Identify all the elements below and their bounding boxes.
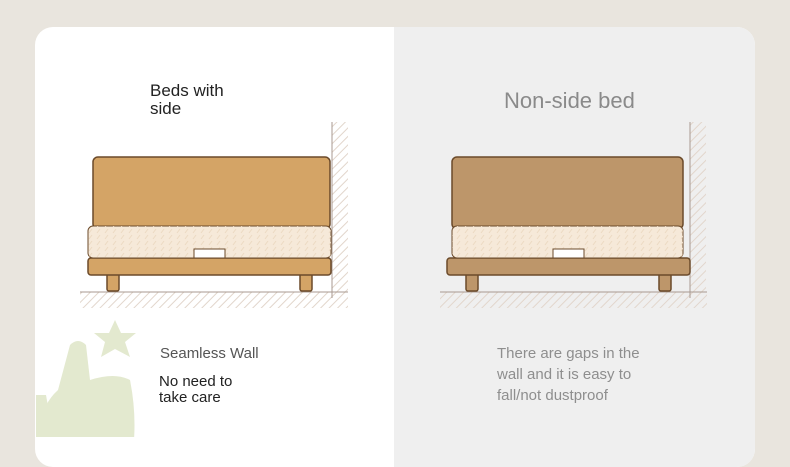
non-side-description: There are gaps in the wall and it is eas… [497, 345, 640, 404]
thumbs-up-star-icon [36, 320, 136, 437]
bed-with-side [80, 122, 348, 308]
bed-with-side-title: Beds with side [150, 81, 224, 118]
bed-illustrations [36, 122, 707, 437]
non-side-bed-title: Non-side bed [504, 88, 635, 113]
feature-label: Seamless Wall [160, 345, 259, 362]
benefit-label: No need to take care [159, 373, 233, 406]
non-side-bed [440, 122, 707, 308]
